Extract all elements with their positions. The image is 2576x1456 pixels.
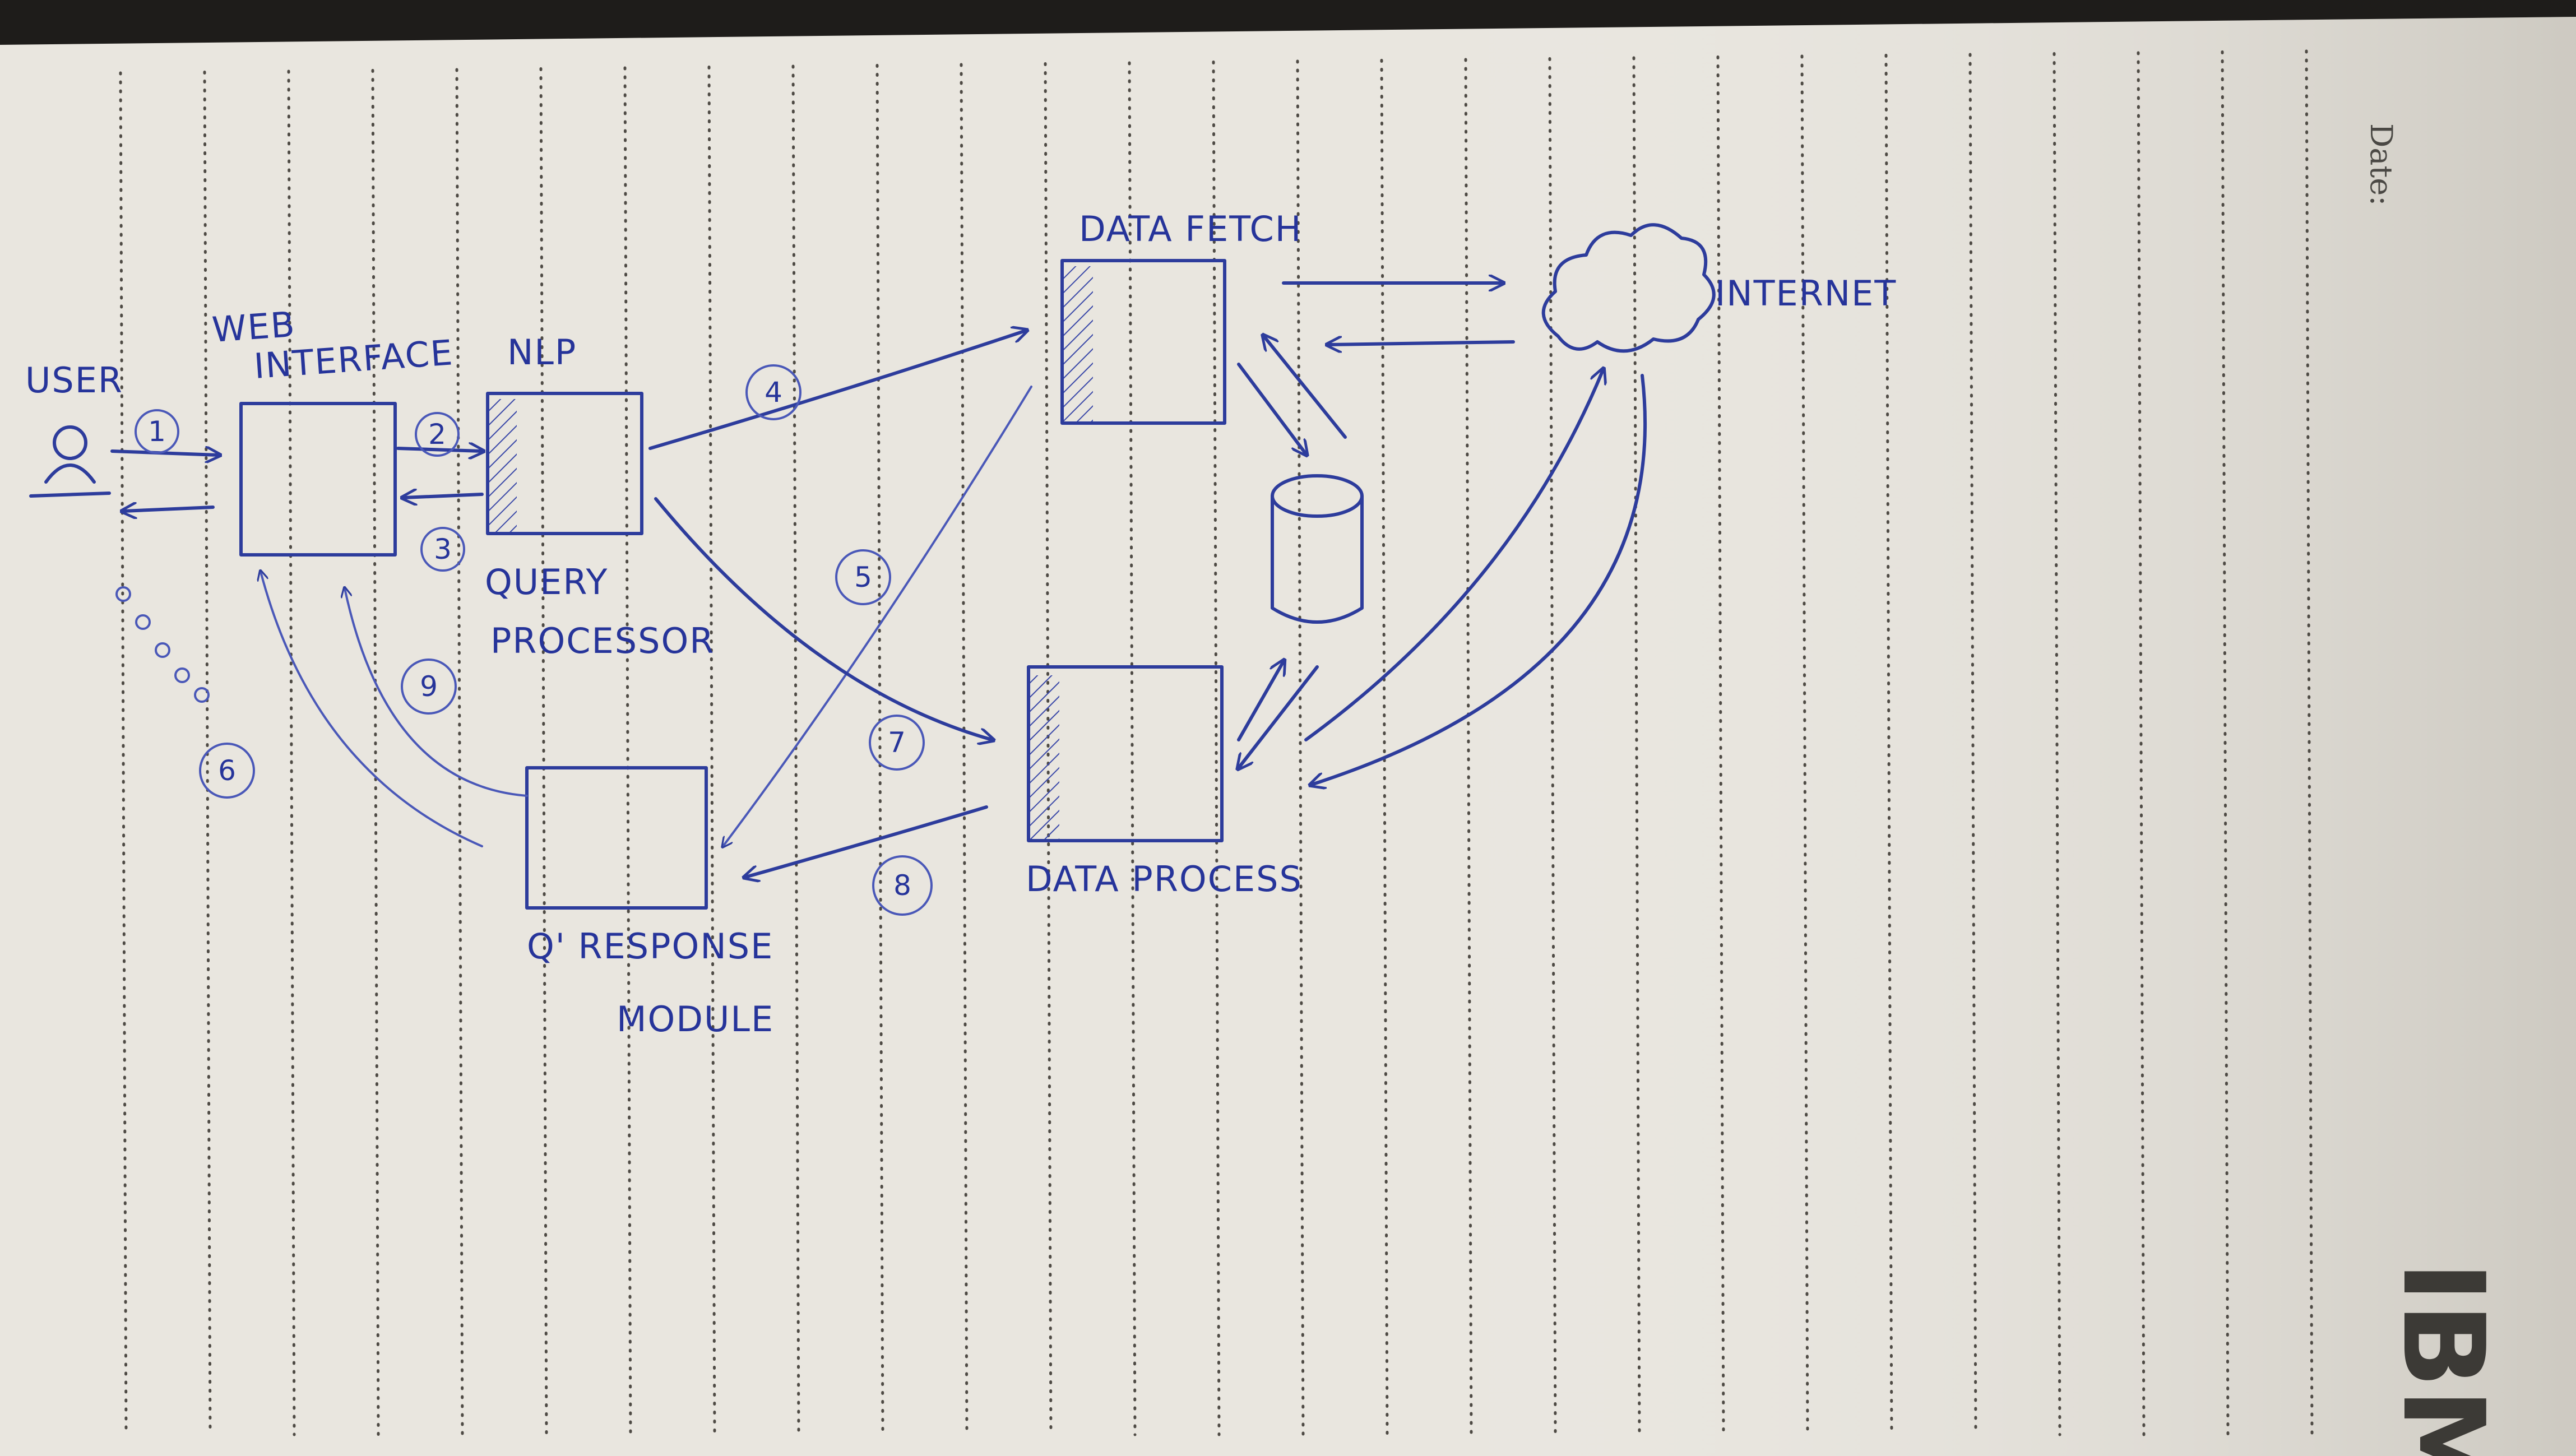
ibm-logo: IBM bbox=[2378, 1261, 2508, 1456]
response-module-box bbox=[525, 766, 708, 910]
internet-label: INTERNET bbox=[1715, 273, 1897, 314]
flow-arrows bbox=[110, 283, 1647, 877]
nlp-box bbox=[486, 392, 643, 535]
step-7-label: 7 bbox=[888, 726, 906, 759]
nlp-label: NLP bbox=[507, 332, 577, 373]
dotted-rule-line bbox=[287, 69, 296, 1436]
dotted-rule-line bbox=[1632, 56, 1641, 1436]
query-processor-label: QUERY PROCESSOR bbox=[485, 562, 715, 661]
step-8-label: 8 bbox=[893, 869, 911, 902]
dotted-rule-line bbox=[791, 64, 800, 1436]
step-3-label: 3 bbox=[434, 533, 452, 565]
data-process-box bbox=[1027, 665, 1224, 842]
nlp-hatch bbox=[488, 399, 517, 534]
dotted-rule-line bbox=[2053, 52, 2061, 1436]
step-5-label: 5 bbox=[854, 561, 872, 593]
data-process-hatch bbox=[1028, 675, 1059, 841]
step-1-label: 1 bbox=[148, 415, 166, 448]
dotted-rule-line bbox=[455, 68, 464, 1436]
data-fetch-box bbox=[1060, 259, 1226, 425]
response-module-label: Q' RESPONSE MODULE bbox=[527, 926, 786, 1040]
dotted-rule-line bbox=[539, 67, 548, 1436]
data-process-label: DATA PROCESS bbox=[1026, 859, 1303, 899]
dotted-rule-line bbox=[119, 71, 128, 1436]
dotted-rule-line bbox=[1968, 53, 1977, 1436]
dotted-rule-line bbox=[2305, 49, 2314, 1436]
dotted-rule-line bbox=[2221, 50, 2230, 1436]
user-icon bbox=[29, 425, 111, 498]
dotted-rule-line bbox=[707, 66, 716, 1436]
dotted-rule-line bbox=[1884, 54, 1893, 1436]
date-label: Date: bbox=[2364, 123, 2399, 206]
database-cylinder bbox=[1271, 474, 1364, 624]
dotted-rule-line bbox=[2137, 51, 2146, 1436]
internet-cloud bbox=[1541, 223, 1716, 353]
step-badges: 1 2 3 4 5 6 7 8 9 bbox=[135, 364, 933, 916]
dotted-rule-line bbox=[1800, 54, 1809, 1436]
step-9-label: 9 bbox=[420, 670, 438, 703]
loop-marks bbox=[115, 586, 210, 703]
paper-shadow bbox=[0, 17, 2576, 1456]
dotted-rule-line bbox=[623, 66, 632, 1436]
step-6-label: 6 bbox=[218, 754, 236, 787]
dotted-rule-line bbox=[1548, 57, 1557, 1436]
data-fetch-label: DATA FETCH bbox=[1079, 208, 1302, 249]
dotted-rule-line bbox=[1716, 55, 1725, 1436]
dotted-rules bbox=[119, 49, 2314, 1436]
user-label: USER bbox=[25, 360, 123, 401]
step-2-label: 2 bbox=[428, 418, 446, 451]
step-4-label: 4 bbox=[765, 376, 782, 409]
dotted-rule-line bbox=[875, 64, 884, 1436]
data-fetch-hatch bbox=[1062, 266, 1093, 423]
dotted-rule-line bbox=[371, 69, 380, 1436]
web-interface-box bbox=[239, 402, 397, 557]
